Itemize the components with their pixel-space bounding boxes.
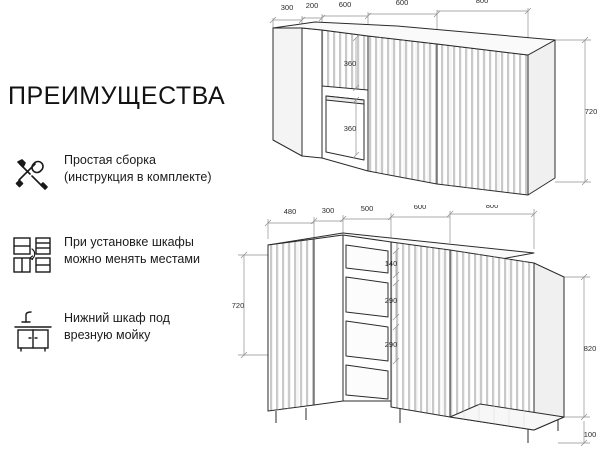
feature-line-2: можно менять местами [64,252,200,266]
feature-item-sink: Нижний шкаф под врезную мойку [10,308,170,354]
dim-label: 200 [306,1,319,10]
dim-label: 290 [385,296,398,305]
feature-text-swap: При установке шкафы можно менять местами [64,232,200,268]
feature-line-1: Простая сборка [64,153,156,167]
dim-label: 300 [281,3,294,12]
feature-text-sink: Нижний шкаф под врезную мойку [64,308,170,344]
dim-label: 360 [344,59,357,68]
feature-item-swap: При установке шкафы можно менять местами [10,232,200,278]
dim-label: 140 [385,259,398,268]
feature-line-2: врезную мойку [64,328,151,342]
dim-label: 800 [476,0,489,5]
dim-label: 720 [585,107,598,116]
dim-label: 300 [322,206,335,215]
dim-label: 600 [414,205,427,211]
dim-label: 480 [284,207,297,216]
feature-text-assembly: Простая сборка (инструкция в комплекте) [64,150,212,186]
feature-line-1: При установке шкафы [64,235,194,249]
page-title: ПРЕИМУЩЕСТВА [8,82,226,110]
cabinets-swap-icon [10,232,56,278]
sink-cabinet-icon [10,308,56,354]
dim-label: 500 [361,205,374,213]
dim-label: 800 [486,205,499,210]
dim-label: 820 [584,344,597,353]
dim-label: 600 [396,0,409,7]
dim-label: 600 [339,0,352,9]
left-column: ПРЕИМУЩЕСТВА [0,0,252,457]
lower-unit-drawing: 480 300 500 600 800 720 [228,205,600,457]
tools-icon [10,150,56,196]
dim-label: 100 [584,430,597,439]
upper-unit-drawing: 300 200 600 600 800 720 [255,0,600,200]
feature-line-1: Нижний шкаф под [64,311,170,325]
feature-line-2: (инструкция в комплекте) [64,170,212,184]
dim-label: 360 [344,124,357,133]
dim-label: 720 [232,301,245,310]
feature-item-assembly: Простая сборка (инструкция в комплекте) [10,150,212,196]
dim-label: 290 [385,340,398,349]
